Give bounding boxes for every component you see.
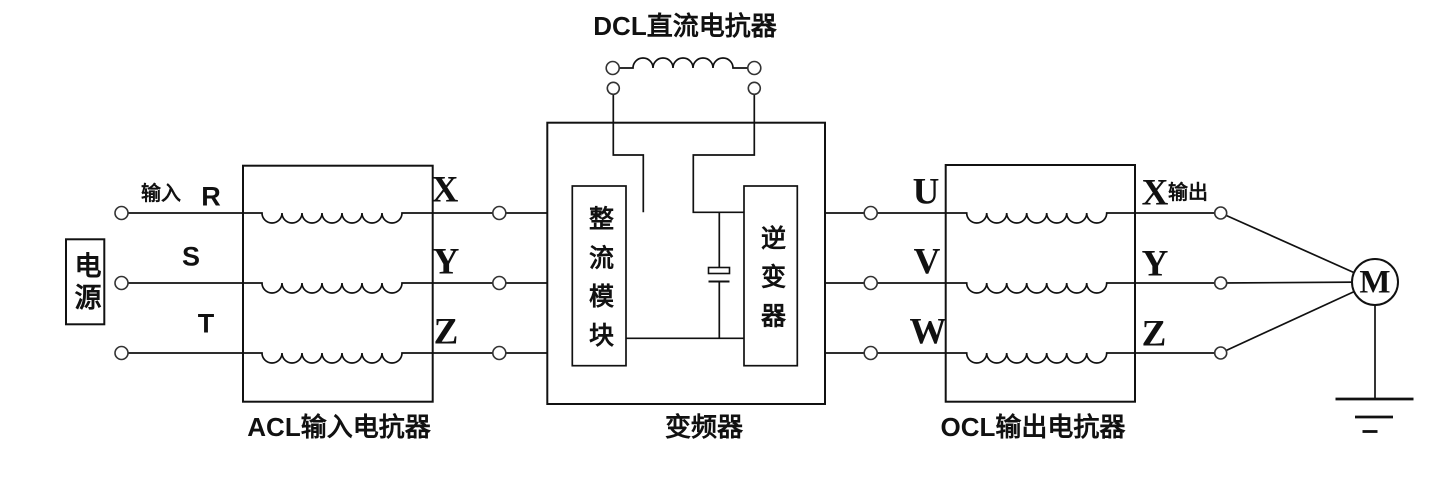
- input-label: 输入: [141, 183, 181, 205]
- motor-circle: [1351, 258, 1399, 306]
- ocl-reactor-box: [944, 164, 1137, 403]
- wire-phase-r: [121, 212, 548, 224]
- acl-out-label-x: X: [431, 169, 459, 211]
- wires: [121, 57, 1376, 399]
- component-boxes: [65, 121, 1137, 405]
- wire-phase-v: [825, 282, 1221, 294]
- input-terminal-s: [114, 275, 129, 291]
- vfd-dc-terminal-left: [606, 81, 621, 96]
- ground-symbol: [1335, 397, 1414, 433]
- vfd-out-label-v: V: [913, 241, 941, 283]
- dc-bus-right: [692, 88, 756, 214]
- motor-lead-y: [1220, 281, 1376, 284]
- ocl-out-label-z: Z: [1141, 313, 1167, 355]
- vfd-terminal-v: [863, 275, 879, 291]
- phase-label-s: S: [181, 241, 201, 272]
- ocl-terminal-y: [1213, 276, 1228, 290]
- dc-capacitor: [707, 266, 731, 283]
- phase-label-t: T: [197, 308, 215, 339]
- power-source-label: 电源: [70, 251, 101, 315]
- wire-phase-u: [825, 212, 1221, 224]
- acl-terminal-y: [491, 275, 507, 291]
- dcl-terminal-right: [746, 60, 762, 76]
- acl-reactor-box: [242, 164, 434, 403]
- acl-out-label-z: Z: [433, 311, 459, 353]
- inverter-unit-box: [743, 185, 799, 367]
- ocl-terminal-z: [1213, 346, 1228, 360]
- acl-caption: ACL输入电抗器: [247, 412, 431, 442]
- dcl-reactor-coil: [612, 57, 755, 69]
- vfd-terminal-w: [863, 345, 879, 361]
- terminals: [114, 60, 1228, 361]
- acl-out-label-y: Y: [432, 241, 460, 283]
- rectifier-module-label: 整流模块: [585, 205, 614, 361]
- wire-phase-w: [825, 352, 1221, 364]
- vfd-dc-terminal-right: [747, 81, 762, 96]
- vfd-terminal-u: [863, 205, 879, 221]
- inverter-unit-label: 逆变器: [757, 224, 786, 342]
- ocl-caption: OCL输出电抗器: [940, 412, 1126, 442]
- wire-phase-t: [121, 352, 548, 364]
- motor-lead-z: [1220, 281, 1376, 354]
- input-terminal-t: [114, 345, 129, 361]
- capacitor-top-plate: [707, 266, 731, 275]
- input-terminal-r: [114, 205, 129, 221]
- output-label: 输出: [1168, 182, 1208, 204]
- power-source-box: [65, 238, 106, 326]
- dcl-terminal-left: [605, 60, 621, 76]
- vfd-box: [546, 121, 826, 405]
- ocl-terminal-x: [1213, 206, 1228, 220]
- rectifier-module-box: [571, 185, 627, 367]
- vfd-out-label-u: U: [912, 171, 940, 213]
- dcl-caption: DCL直流电抗器: [593, 11, 777, 41]
- dc-bus-left: [612, 88, 645, 213]
- wire-phase-s: [121, 282, 548, 294]
- ocl-out-label-y: Y: [1141, 243, 1169, 285]
- ocl-out-label-x: X: [1141, 172, 1169, 214]
- acl-terminal-x: [491, 205, 507, 221]
- vfd-caption: 变频器: [664, 412, 744, 442]
- acl-terminal-z: [491, 345, 507, 361]
- motor-label: M: [1359, 264, 1391, 301]
- phase-label-r: R: [201, 181, 221, 212]
- vfd-out-label-w: W: [909, 311, 947, 353]
- motor-lead-x: [1220, 212, 1376, 283]
